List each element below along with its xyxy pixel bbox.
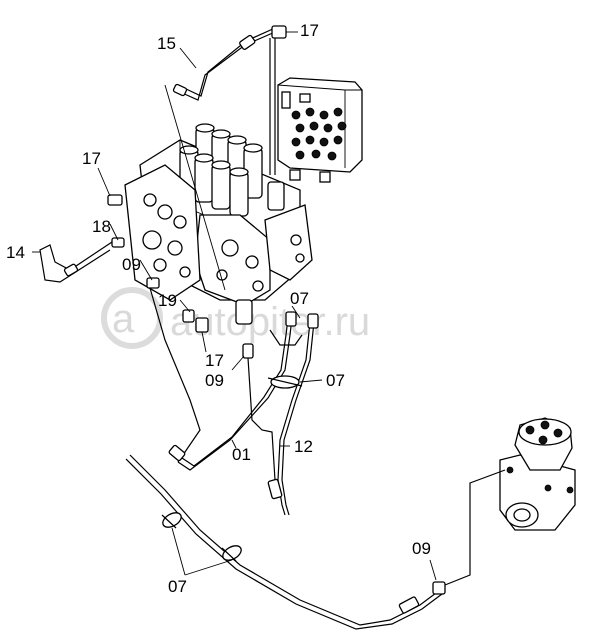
watermark-glyph: a xyxy=(112,297,135,341)
callout-19: 19 xyxy=(158,291,177,310)
callout-09-center: 09 xyxy=(205,371,224,390)
callout-labels: 15 17 17 18 14 09 19 17 09 07 07 01 12 0… xyxy=(6,21,431,596)
spool-caps xyxy=(179,123,285,217)
pilot-ports xyxy=(291,107,347,161)
callout-09-right: 09 xyxy=(412,539,431,558)
callout-12: 12 xyxy=(294,437,313,456)
swivel-joint xyxy=(499,417,576,531)
control-valve xyxy=(107,123,313,359)
pilot-valve-block xyxy=(277,77,363,183)
callout-07-mid: 07 xyxy=(326,371,345,390)
callout-18: 18 xyxy=(92,217,111,236)
callout-07-upper: 07 xyxy=(290,289,309,308)
callout-15: 15 xyxy=(157,34,176,53)
callout-01: 01 xyxy=(232,445,251,464)
callout-09-left: 09 xyxy=(122,255,141,274)
callout-17-bottom: 17 xyxy=(205,351,224,370)
callout-17-top: 17 xyxy=(300,21,319,40)
callout-17-left: 17 xyxy=(82,149,101,168)
callout-07-bottom: 07 xyxy=(168,577,187,596)
hoses xyxy=(39,25,506,630)
callout-14: 14 xyxy=(6,243,25,262)
leader-lines xyxy=(32,31,437,581)
